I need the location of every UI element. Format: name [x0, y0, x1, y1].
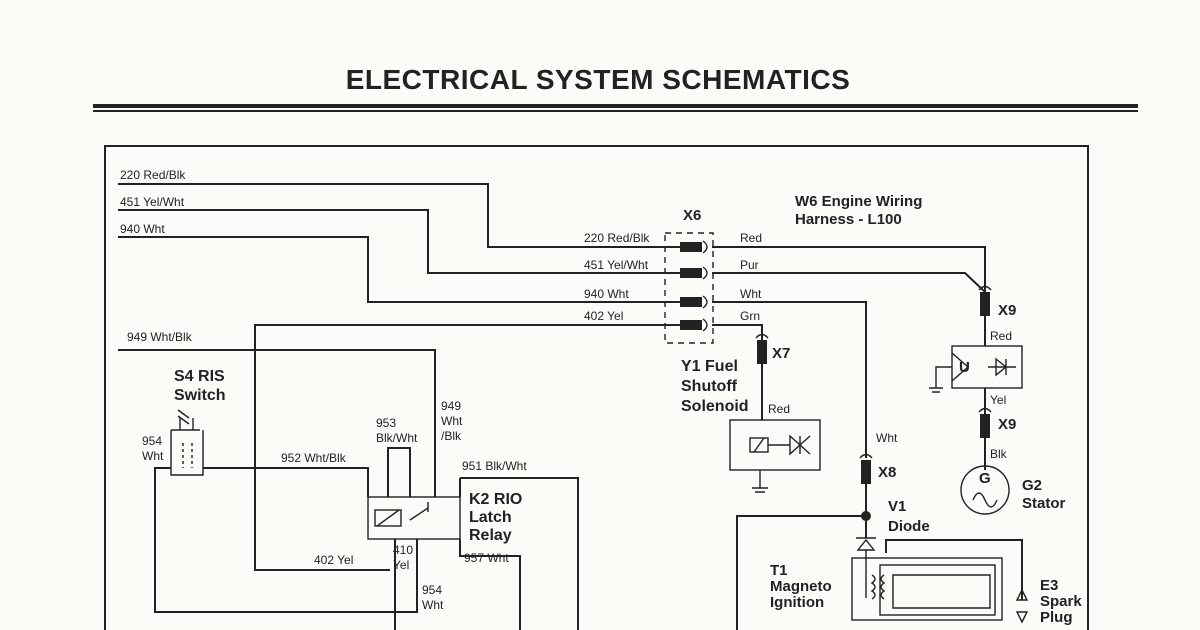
- label-954-num: 954: [422, 583, 443, 597]
- connector-x7: [755, 333, 769, 364]
- label-k2-line2: Latch: [469, 509, 512, 526]
- label-949-color1: Wht: [441, 414, 463, 428]
- label-t1-line3: Ignition: [770, 594, 825, 611]
- label-y1-line3: Solenoid: [681, 398, 749, 415]
- wire-957: [459, 539, 521, 630]
- label-x6-451: 451 Yel/Wht: [584, 258, 649, 272]
- stator-symbol: [960, 465, 1010, 515]
- solenoid-ground: [752, 470, 768, 493]
- label-e3-line3: Plug: [1040, 609, 1073, 626]
- wire-grn: [712, 324, 763, 340]
- diagram-frame: [104, 145, 1089, 630]
- switch-s4: [170, 409, 204, 476]
- wire-to-diode-left: [736, 515, 866, 630]
- label-color-grn: Grn: [740, 309, 761, 323]
- label-x6-402: 402 Yel: [584, 309, 624, 323]
- diode-symbol-v1: [856, 537, 876, 565]
- label-g2-line1: G2: [1022, 477, 1043, 494]
- label-stator-symbol: G: [979, 470, 991, 487]
- connector-x9-top: [978, 285, 992, 316]
- wire-953: [387, 447, 411, 497]
- label-k2-line1: K2 RIO: [469, 491, 523, 508]
- label-s4-wht: Wht: [142, 449, 164, 463]
- title-rule-thick: [93, 104, 1138, 108]
- label-connector-x6: X6: [683, 207, 702, 224]
- label-v1-line2: Diode: [888, 518, 930, 535]
- label-410-num: 410: [393, 543, 414, 557]
- label-wire-951: 951 Blk/Wht: [462, 459, 527, 473]
- label-harness-line2: Harness - L100: [795, 211, 902, 228]
- wire-954-left: [154, 467, 418, 613]
- label-y1-red: Red: [768, 402, 791, 416]
- label-e3-line1: E3: [1040, 577, 1059, 594]
- diode-symbol-u: [988, 357, 1016, 377]
- label-connector-x9-bottom: X9: [998, 416, 1017, 433]
- connector-x9-bottom: [978, 407, 992, 438]
- wire-952: [203, 467, 369, 497]
- label-y1-line1: Y1 Fuel: [681, 358, 738, 375]
- label-x6-940: 940 Wht: [584, 287, 629, 301]
- connector-x6-pins: [680, 240, 708, 332]
- label-connector-x9-top: X9: [998, 302, 1017, 319]
- label-x9-red: Red: [990, 329, 1013, 343]
- label-x8-wht: Wht: [876, 431, 898, 445]
- label-color-pur: Pur: [740, 258, 759, 272]
- label-g2-line2: Stator: [1022, 495, 1066, 512]
- label-connector-x7: X7: [772, 345, 791, 362]
- label-s4-954: 954: [142, 434, 163, 448]
- label-wire-952: 952 Wht/Blk: [281, 451, 346, 465]
- label-connector-x8: X8: [878, 464, 897, 481]
- wire-red: [712, 246, 986, 292]
- wire-451: [118, 209, 680, 274]
- label-954-color: Wht: [422, 598, 444, 612]
- label-wire-220: 220 Red/Blk: [120, 168, 186, 182]
- label-949-color2: /Blk: [441, 429, 462, 443]
- label-color-wht: Wht: [740, 287, 762, 301]
- label-t1-line2: Magneto: [770, 578, 832, 595]
- wire-949: [118, 349, 436, 497]
- label-s4-line1: S4 RIS: [174, 368, 225, 385]
- connector-x8: [859, 453, 873, 484]
- label-rectifier-u: U: [959, 359, 970, 376]
- label-wire-402: 402 Yel: [314, 553, 354, 567]
- label-949-num: 949: [441, 399, 462, 413]
- page-title: ELECTRICAL SYSTEM SCHEMATICS: [345, 64, 851, 95]
- label-y1-line2: Shutoff: [681, 378, 737, 395]
- label-e3-line2: Spark: [1040, 593, 1082, 610]
- label-x9-yel: Yel: [990, 393, 1007, 407]
- label-x6-220: 220 Red/Blk: [584, 231, 650, 245]
- label-v1-line1: V1: [888, 498, 907, 515]
- label-wire-957: 957 Wht: [464, 551, 509, 565]
- magneto-box: [851, 557, 1003, 621]
- label-953-color: Blk/Wht: [376, 431, 418, 445]
- title-rule-thin: [93, 110, 1138, 112]
- rectifier-ground: [929, 366, 952, 393]
- label-953-num: 953: [376, 416, 397, 430]
- label-g2-blk: Blk: [990, 447, 1007, 461]
- label-t1-line1: T1: [770, 562, 788, 579]
- label-wire-940: 940 Wht: [120, 222, 165, 236]
- wire-wht: [712, 301, 867, 458]
- connector-x6-housing: [664, 232, 714, 344]
- wire-940: [118, 236, 680, 303]
- label-410-color: Yel: [393, 558, 410, 572]
- spark-plug-symbol: [1015, 588, 1029, 624]
- solenoid-box: [729, 419, 821, 471]
- label-s4-line2: Switch: [174, 387, 226, 404]
- label-wire-949: 949 Wht/Blk: [127, 330, 192, 344]
- label-wire-451: 451 Yel/Wht: [120, 195, 185, 209]
- wire-951: [460, 477, 579, 630]
- label-color-red: Red: [740, 231, 763, 245]
- wire-pur: [712, 272, 986, 293]
- wire-402: [254, 324, 680, 571]
- label-k2-line3: Relay: [469, 527, 512, 544]
- wire-220: [118, 183, 680, 248]
- relay-k2-box: [367, 496, 461, 540]
- label-harness-line1: W6 Engine Wiring: [795, 193, 923, 210]
